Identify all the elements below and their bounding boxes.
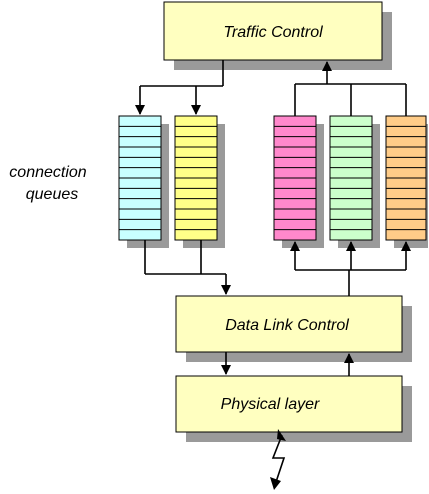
traffic-control-box: Traffic Control — [163, 1, 392, 70]
physical-layer-fill — [175, 375, 403, 433]
traffic-control-label: Traffic Control — [223, 24, 323, 41]
connection-queues-label-line1: connection — [9, 164, 86, 181]
traffic-to-queues-connector — [135, 60, 224, 115]
data-link-control-fill — [175, 295, 403, 353]
queues-to-datalink-connector — [144, 240, 231, 295]
traffic-control-fill — [163, 1, 383, 61]
queue-green — [329, 115, 380, 248]
queue-orange-slots — [386, 125, 426, 231]
data-link-control-label: Data Link Control — [225, 317, 349, 334]
connection-queues-label-line2: queues — [26, 186, 79, 203]
queue-orange — [385, 115, 428, 248]
datalink-to-queues-connector — [290, 241, 411, 296]
datalink-physical-connector — [221, 352, 354, 376]
queue-yellow-slots — [175, 125, 217, 231]
physical-layer-box: Physical layer — [175, 375, 412, 442]
queue-pink — [273, 115, 324, 248]
queues-to-traffic-connector — [294, 61, 407, 116]
queue-green-slots — [330, 125, 372, 231]
queue-yellow — [174, 115, 225, 248]
lightning-bolt-icon — [270, 429, 286, 490]
data-link-control-box: Data Link Control — [175, 295, 412, 362]
queue-cyan — [118, 115, 169, 248]
physical-layer-label: Physical layer — [221, 396, 320, 413]
queue-cyan-slots — [119, 125, 161, 231]
queue-pink-slots — [274, 125, 316, 231]
